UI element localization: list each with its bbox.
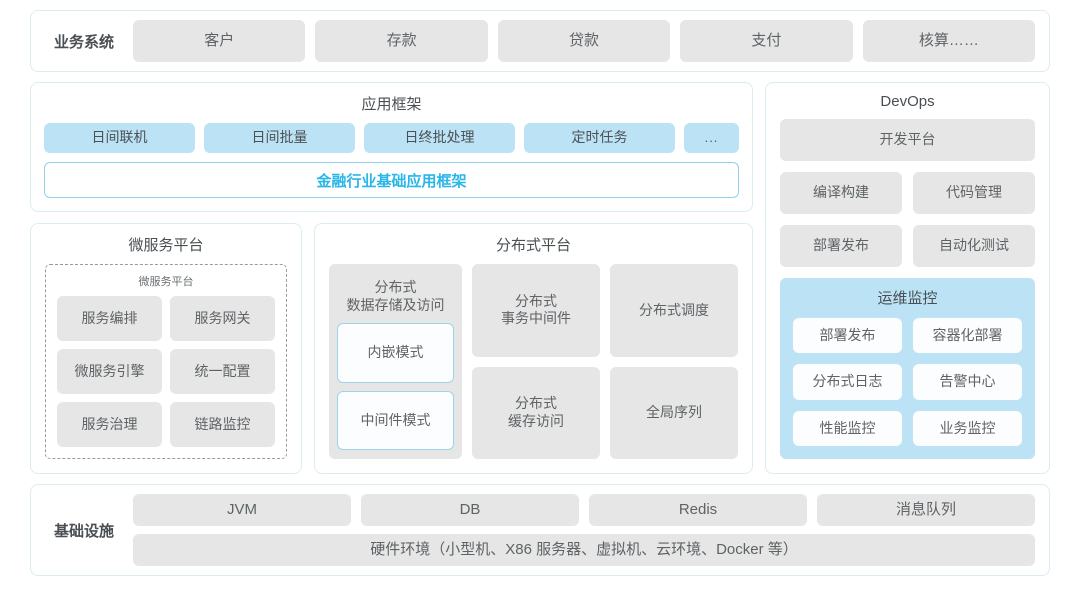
distributed-platform-item[interactable]: 分布式 缓存访问 (472, 366, 600, 459)
application-framework-items: 日间联机 日间批量 日终批处理 定时任务 ... (44, 123, 739, 153)
distributed-item-text: 分布式调度 (639, 301, 709, 318)
distributed-item-text: 全局序列 (646, 404, 702, 420)
business-system-item[interactable]: 存款 (315, 20, 488, 62)
ops-monitor-item[interactable]: 分布式日志 (792, 363, 903, 401)
app-framework-item[interactable]: 日间联机 (44, 123, 195, 153)
devops-pair-row: 部署发布 自动化测试 (780, 225, 1035, 267)
microservice-item[interactable]: 服务网关 (170, 296, 275, 341)
ops-monitor-item[interactable]: 业务监控 (912, 409, 1023, 447)
platform-column: 应用框架 日间联机 日间批量 日终批处理 定时任务 ... 金融行业基础应用框架… (30, 82, 753, 474)
app-framework-more-item[interactable]: ... (684, 123, 739, 153)
devops-platform-item[interactable]: 开发平台 (780, 119, 1035, 161)
microservice-item[interactable]: 服务治理 (57, 402, 162, 447)
distributed-platform-grid: 分布式 事务中间件 分布式调度 分布式 缓存访问 (472, 264, 738, 459)
devops-item[interactable]: 部署发布 (780, 225, 902, 267)
distributed-platform-item[interactable]: 分布式调度 (610, 264, 738, 357)
infrastructure-item[interactable]: 消息队列 (817, 494, 1035, 526)
distributed-storage-mode[interactable]: 内嵌模式 (337, 323, 454, 383)
business-system-item[interactable]: 支付 (680, 20, 853, 62)
distributed-platform-body: 分布式 数据存储及访问 内嵌模式 中间件模式 分布式 (315, 264, 752, 473)
ops-monitor-item[interactable]: 容器化部署 (912, 317, 1023, 355)
microservice-platform-inner-box: 微服务平台 服务编排 服务网关 微服务引擎 统一配置 服务治理 链路监控 (45, 264, 287, 459)
business-system-item[interactable]: 客户 (133, 20, 306, 62)
distributed-storage-column: 分布式 数据存储及访问 内嵌模式 中间件模式 (329, 264, 462, 459)
hardware-environment-bar[interactable]: 硬件环境（小型机、X86 服务器、虚拟机、云环境、Docker 等） (133, 534, 1035, 566)
microservice-platform-subtitle: 微服务平台 (138, 276, 194, 288)
distributed-item-line1: 分布式 (515, 395, 557, 412)
devops-item[interactable]: 代码管理 (913, 172, 1035, 214)
ops-monitor-item[interactable]: 部署发布 (792, 317, 903, 355)
distributed-item-text: 分布式 事务中间件 (501, 293, 571, 328)
financial-base-framework-bar[interactable]: 金融行业基础应用框架 (44, 162, 739, 198)
middle-region: 应用框架 日间联机 日间批量 日终批处理 定时任务 ... 金融行业基础应用框架… (30, 82, 1050, 474)
infrastructure-stack: JVM DB Redis 消息队列 硬件环境（小型机、X86 服务器、虚拟机、云… (133, 494, 1035, 566)
business-system-item[interactable]: 核算…… (862, 20, 1036, 62)
app-framework-item[interactable]: 定时任务 (524, 123, 675, 153)
infrastructure-panel: 基础设施 JVM DB Redis 消息队列 硬件环境（小型机、X86 服务器、… (30, 484, 1050, 576)
infrastructure-label: 基础设施 (53, 522, 114, 540)
devops-title: DevOps (880, 93, 935, 110)
application-framework-title: 应用框架 (361, 96, 422, 113)
app-framework-item[interactable]: 日终批处理 (364, 123, 515, 153)
distributed-item-line2: 事务中间件 (501, 310, 571, 327)
distributed-storage-card[interactable]: 分布式 数据存储及访问 内嵌模式 中间件模式 (329, 264, 462, 459)
business-systems-panel: 业务系统 客户 存款 贷款 支付 核算…… (30, 10, 1050, 72)
devops-item[interactable]: 编译构建 (780, 172, 902, 214)
ops-monitor-title: 运维监控 (877, 290, 938, 307)
platform-lower-row: 微服务平台 微服务平台 服务编排 服务网关 微服务引擎 统一配置 服务治理 链路… (30, 223, 753, 474)
infrastructure-items-row: JVM DB Redis 消息队列 (133, 494, 1035, 526)
infrastructure-item[interactable]: JVM (133, 494, 351, 526)
microservice-item[interactable]: 链路监控 (170, 402, 275, 447)
ops-monitor-grid: 部署发布 容器化部署 分布式日志 告警中心 性能监控 业务监控 (792, 317, 1023, 447)
devops-panel: DevOps 开发平台 编译构建 代码管理 部署发布 自动化测试 运维监控 部署… (765, 82, 1050, 474)
app-framework-item[interactable]: 日间批量 (204, 123, 355, 153)
infrastructure-item[interactable]: DB (361, 494, 579, 526)
distributed-item-line2: 缓存访问 (508, 412, 564, 429)
microservice-platform-panel: 微服务平台 微服务平台 服务编排 服务网关 微服务引擎 统一配置 服务治理 链路… (30, 223, 302, 474)
ops-monitor-item[interactable]: 告警中心 (912, 363, 1023, 401)
distributed-storage-title-line2: 数据存储及访问 (346, 297, 445, 314)
application-framework-panel: 应用框架 日间联机 日间批量 日终批处理 定时任务 ... 金融行业基础应用框架 (30, 82, 753, 212)
devops-pair-row: 编译构建 代码管理 (780, 172, 1035, 214)
business-systems-label: 业务系统 (53, 33, 114, 51)
microservice-item[interactable]: 微服务引擎 (57, 349, 162, 394)
distributed-platform-panel: 分布式平台 分布式 数据存储及访问 内嵌模式 中间件模式 (314, 223, 753, 474)
infrastructure-item[interactable]: Redis (589, 494, 807, 526)
distributed-item-text: 分布式 缓存访问 (508, 395, 564, 430)
distributed-item-line1: 分布式 (515, 292, 557, 309)
distributed-storage-mode[interactable]: 中间件模式 (337, 390, 454, 450)
devops-column: DevOps 开发平台 编译构建 代码管理 部署发布 自动化测试 运维监控 部署… (765, 82, 1050, 474)
microservice-platform-title: 微服务平台 (128, 237, 204, 254)
distributed-storage-title: 分布式 数据存储及访问 (337, 272, 454, 323)
ops-monitor-section: 运维监控 部署发布 容器化部署 分布式日志 告警中心 性能监控 业务监控 (780, 278, 1035, 459)
distributed-platform-title: 分布式平台 (495, 237, 571, 254)
microservice-platform-grid: 服务编排 服务网关 微服务引擎 统一配置 服务治理 链路监控 (57, 296, 275, 447)
distributed-storage-title-line1: 分布式 (374, 279, 417, 295)
ops-monitor-item[interactable]: 性能监控 (792, 409, 903, 447)
distributed-platform-item[interactable]: 分布式 事务中间件 (472, 264, 600, 357)
distributed-platform-item[interactable]: 全局序列 (610, 366, 738, 459)
microservice-item[interactable]: 统一配置 (170, 349, 275, 394)
microservice-item[interactable]: 服务编排 (57, 296, 162, 341)
business-system-item[interactable]: 贷款 (497, 20, 671, 62)
devops-item[interactable]: 自动化测试 (913, 225, 1035, 267)
